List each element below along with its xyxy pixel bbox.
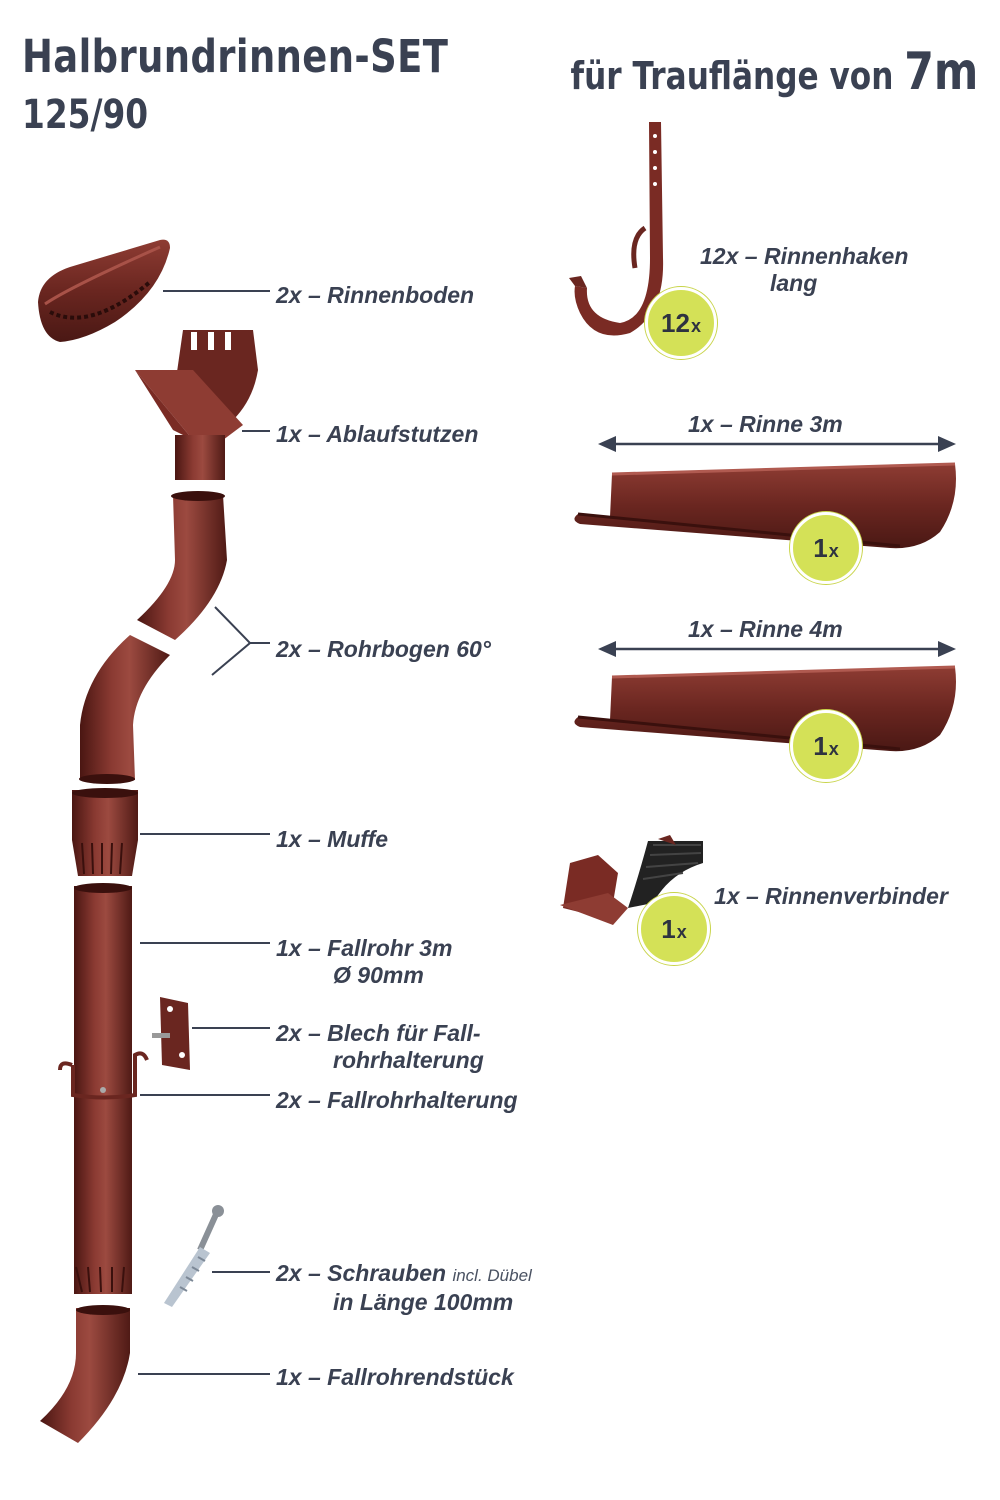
item-label-blech: 2x – Blech für Fall- rohrhalterung — [276, 1020, 484, 1073]
item-label-hook: 12x – Rinnenhaken lang — [700, 243, 909, 296]
connector-line-blech — [192, 1027, 270, 1029]
eaves-length-value: 7m — [903, 42, 978, 102]
item-label-halterung: 2x – Fallrohrhalterung — [276, 1087, 518, 1113]
item-label-fallrohr: 1x – Fallrohr 3m Ø 90mm — [276, 935, 453, 988]
item-label-muffe: 1x – Muffe — [276, 826, 389, 852]
connector-line-fallrohr — [140, 942, 270, 944]
item-label-rinne-3m: 1x – Rinne 3m — [688, 411, 843, 437]
connector-line-halterung — [140, 1094, 270, 1096]
eaves-length: für Trauflänge von 7m — [570, 42, 978, 102]
item-label-connector: 1x – Rinnenverbinder — [714, 883, 948, 909]
connector-line-endstueck — [138, 1373, 270, 1375]
dimension-arrow-4m — [598, 641, 956, 657]
gutter-connector-icon — [560, 835, 703, 925]
pipe-end-piece-icon — [40, 1305, 130, 1443]
gutter-hook-icon — [569, 122, 664, 336]
connector-line-rinnenboden — [163, 290, 270, 292]
gutter-end-cap-icon — [38, 239, 170, 342]
bracket-plate-icon — [152, 997, 190, 1070]
connector-line-rohrbogen — [211, 606, 270, 676]
gutter-4m-icon — [574, 665, 956, 752]
gutter-outlet-icon — [135, 330, 258, 480]
item-label-schrauben: 2x – Schrauben incl. Dübel in Länge 100m… — [276, 1260, 532, 1315]
eaves-length-prefix: für Trauflänge von — [570, 54, 904, 98]
page-title: Halbrundrinnen-SET — [22, 30, 449, 83]
dimension-arrow-3m — [598, 436, 956, 452]
item-label-rinnenboden: 2x – Rinnenboden — [276, 282, 475, 308]
gutter-3m-icon — [574, 462, 956, 549]
pipe-socket-icon — [72, 788, 138, 876]
connector-line-muffe — [140, 833, 270, 835]
connector-line-ablaufstutzen — [242, 430, 270, 432]
screw-dowel-icon — [164, 1205, 224, 1307]
item-label-ablaufstutzen: 1x – Ablaufstutzen — [276, 421, 479, 447]
connector-line-schrauben — [212, 1271, 270, 1273]
pipe-bend-icon — [137, 491, 227, 640]
item-label-rohrbogen: 2x – Rohrbogen 60° — [276, 636, 491, 662]
pipe-clamp-icon — [58, 1051, 149, 1100]
pipe-bend-icon-2 — [79, 635, 170, 784]
item-label-rinne-4m: 1x – Rinne 4m — [688, 616, 843, 642]
item-label-endstueck: 1x – Fallrohrendstück — [276, 1364, 514, 1390]
page-subtitle: 125/90 — [22, 92, 149, 138]
